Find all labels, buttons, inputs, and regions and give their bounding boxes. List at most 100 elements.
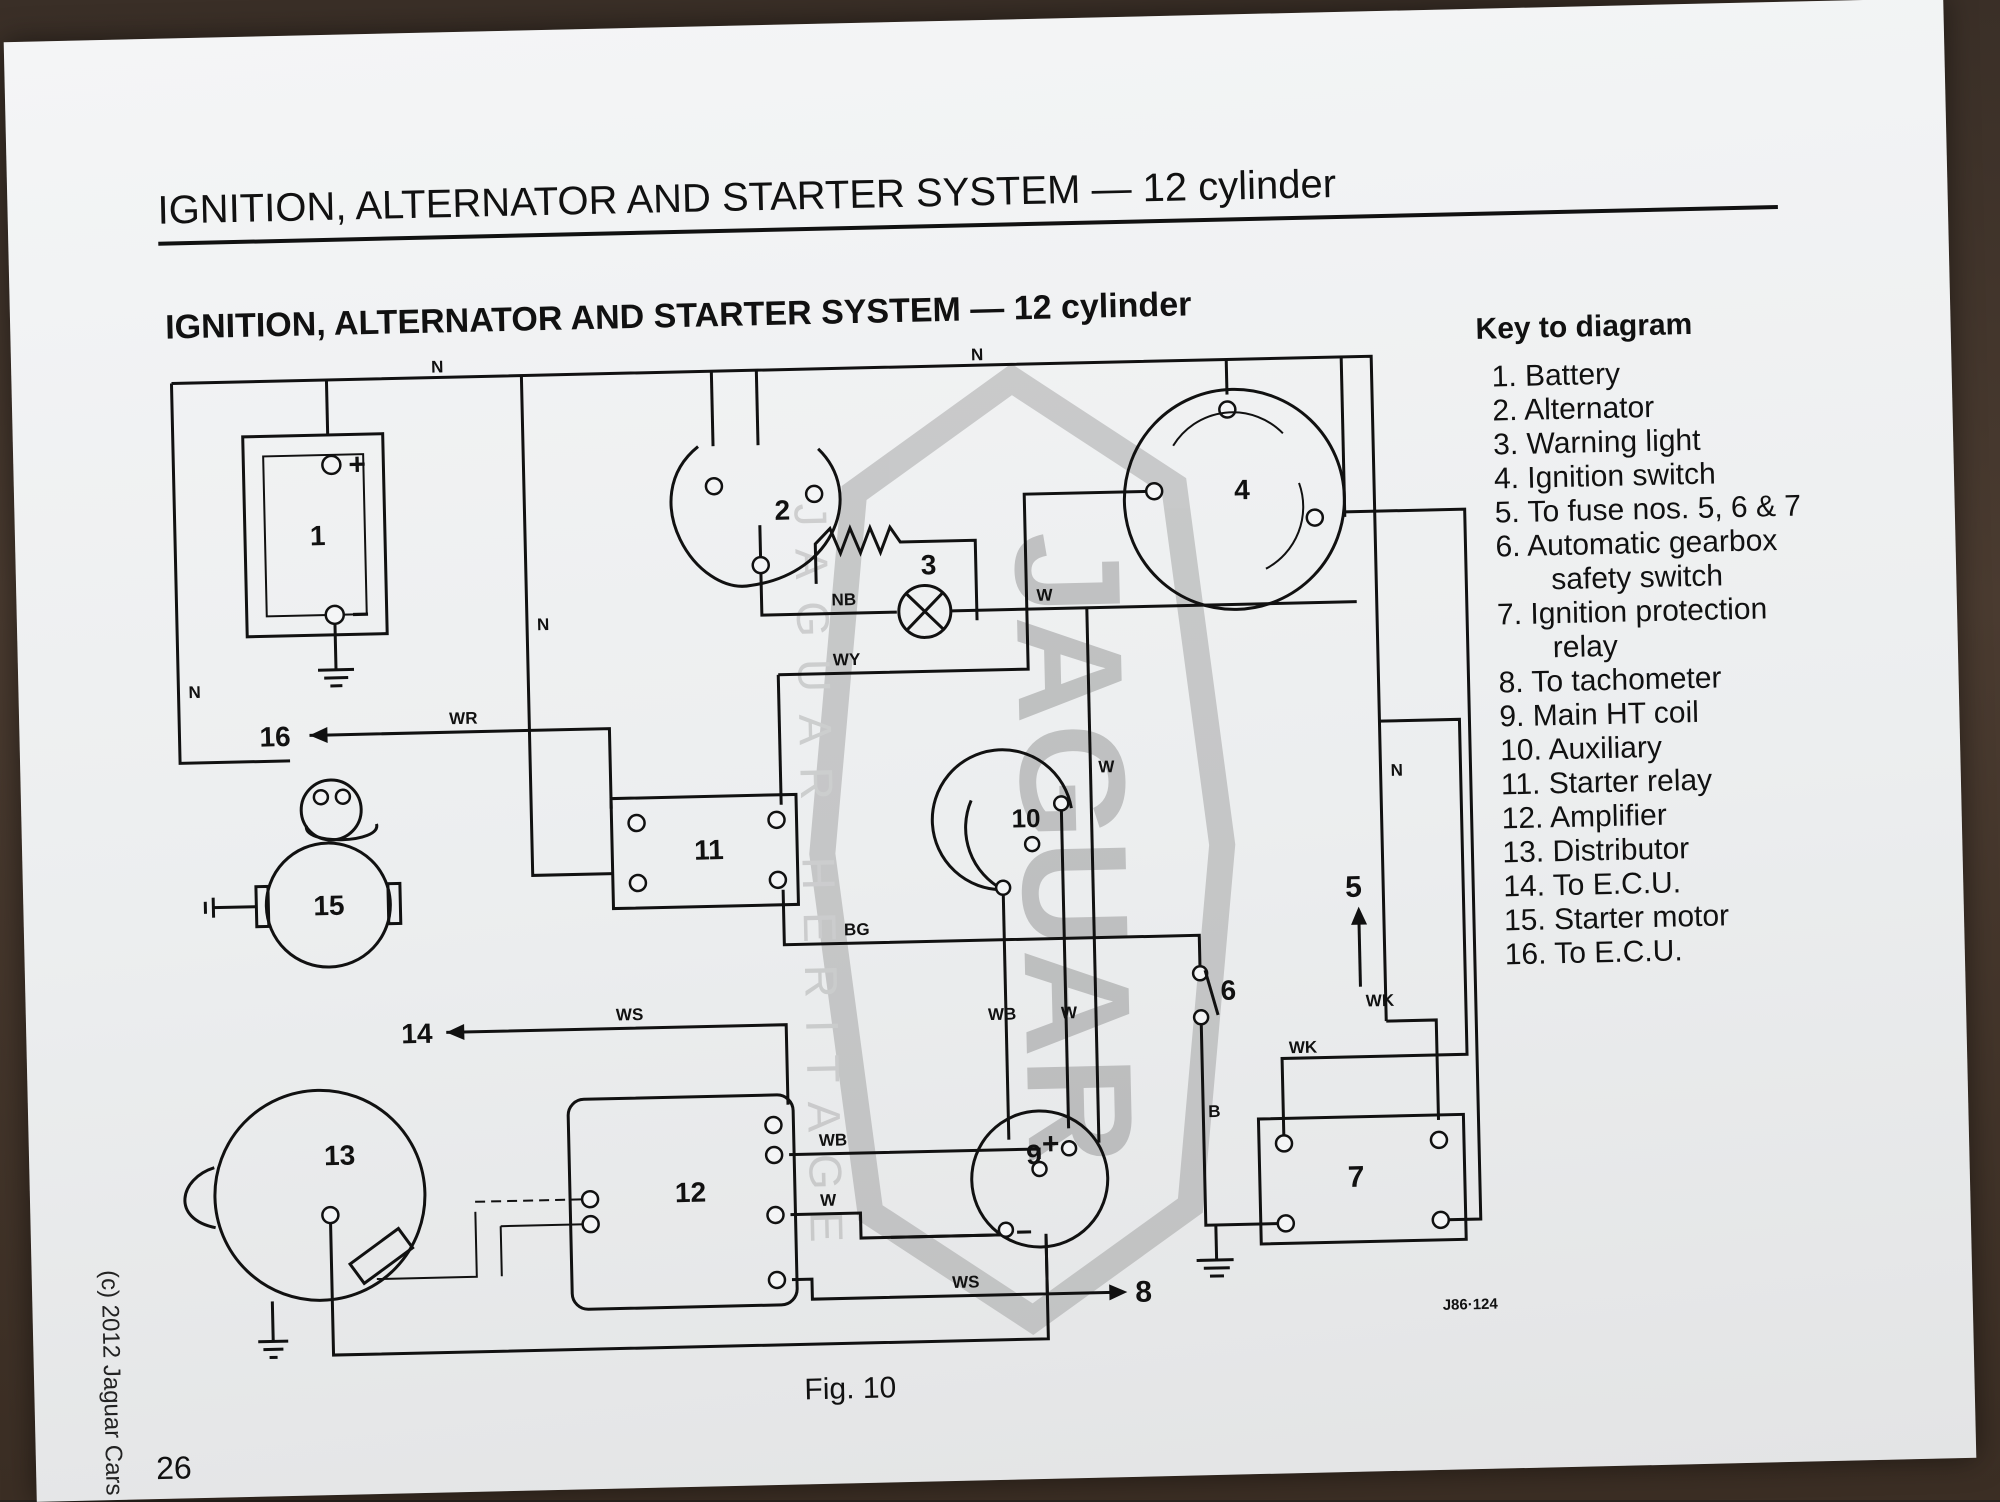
- manual-page: JAGUAR JAGUAR HERITAGE IGNITION, ALTERNA…: [4, 0, 1977, 1502]
- watermark-logo-text: JAGUAR: [983, 530, 1165, 1167]
- alternator-term-2: [753, 557, 769, 573]
- key-item-7: 7. Ignition protection: [1497, 592, 1768, 631]
- ignition-switch-term-1: [1219, 401, 1235, 417]
- wire-dash-2: [375, 1212, 476, 1279]
- starter-relay-term-3: [768, 812, 784, 828]
- wiring-diagram: JAGUAR JAGUAR HERITAGE IGNITION, ALTERNA…: [4, 0, 1977, 1502]
- label-8: 8: [1135, 1275, 1152, 1308]
- wire-wk: [1274, 719, 1468, 1143]
- warning-light-cross: [906, 593, 943, 630]
- fig-caption: Fig. 10: [804, 1371, 896, 1406]
- label-16: 16: [259, 721, 291, 753]
- key-item-15: 15. Starter motor: [1504, 899, 1730, 937]
- key-item-14: 14. To E.C.U.: [1503, 866, 1682, 903]
- wire-dash-1: [475, 1199, 590, 1202]
- label-9-minus: −: [1016, 1216, 1033, 1247]
- label-6: 6: [1220, 974, 1236, 1005]
- wire-b-earth: [1216, 1225, 1217, 1260]
- protection-relay-term-4: [1433, 1212, 1449, 1228]
- distributor-earth: [257, 1301, 288, 1358]
- protection-relay-term-2: [1431, 1132, 1447, 1148]
- wire-label-wb-upper: WB: [988, 1004, 1017, 1024]
- key-item-1: 1. Battery: [1491, 358, 1620, 394]
- wire-label-nb: NB: [831, 590, 856, 610]
- label-4: 4: [1234, 474, 1251, 505]
- label-11: 11: [694, 834, 724, 866]
- key-item-7b: relay: [1552, 630, 1618, 664]
- page-number: 26: [156, 1449, 192, 1486]
- diagram-key: Key to diagram 1. Battery 2. Alternator …: [1475, 306, 1811, 972]
- label-7: 7: [1347, 1161, 1364, 1194]
- distributor-term: [322, 1207, 338, 1223]
- wire-alt-top: [711, 371, 713, 446]
- ht-coil-term-plus: [1062, 1141, 1076, 1155]
- auxiliary-term-2: [1054, 796, 1068, 810]
- wire-wy-down: [778, 675, 781, 805]
- copyright-text: (c) 2012 Jaguar Cars Ltd.: [96, 1270, 129, 1502]
- gearbox-earth: [1197, 1260, 1234, 1277]
- label-13: 13: [324, 1140, 356, 1172]
- distributor-component: [182, 1088, 428, 1359]
- label-9-plus: +: [1042, 1128, 1060, 1161]
- label-plus: +: [348, 448, 366, 481]
- wire-wr: [319, 729, 611, 816]
- wire-dist-bottom: [330, 1204, 1048, 1355]
- label-minus: −: [351, 598, 369, 631]
- key-item-5: 5. To fuse nos. 5, 6 & 7: [1494, 490, 1801, 530]
- key-item-4: 4. Ignition switch: [1494, 457, 1716, 495]
- key-item-2: 2. Alternator: [1492, 391, 1654, 428]
- label-3: 3: [920, 549, 936, 580]
- label-15: 15: [313, 890, 345, 922]
- label-5: 5: [1345, 871, 1362, 904]
- distributor-body: [213, 1088, 428, 1303]
- auxiliary-term-3: [996, 881, 1010, 895]
- wire-label-wr: WR: [449, 709, 478, 729]
- key-item-10: 10. Auxiliary: [1500, 731, 1662, 768]
- amplifier-term-1: [582, 1191, 598, 1207]
- wire-label-w-lower: W: [820, 1191, 837, 1210]
- warning-light-component: [898, 585, 951, 638]
- wire-label-w-upper: W: [1061, 1003, 1078, 1022]
- wire-dash-3: [501, 1224, 592, 1276]
- diagram-title: IGNITION, ALTERNATOR AND STARTER SYSTEM …: [165, 285, 1192, 346]
- key-item-11: 11. Starter relay: [1501, 764, 1713, 802]
- wire-wk-2: [1386, 1020, 1438, 1121]
- label-12: 12: [675, 1177, 707, 1209]
- arrow-5: [1351, 906, 1367, 924]
- wire-n-left-down: [171, 381, 290, 763]
- gearbox-switch-term-2: [1194, 1010, 1208, 1024]
- key-item-12: 12. Amplifier: [1501, 799, 1667, 836]
- wire-label-n-inner: N: [537, 615, 550, 634]
- starter-solenoid-term-1: [314, 790, 328, 804]
- wire-label-ws-14: WS: [616, 1005, 644, 1025]
- distributor-shaft: [184, 1168, 215, 1229]
- starter-motor-component: [203, 778, 402, 969]
- wire-alt-top2: [756, 370, 758, 445]
- amplifier-term-5: [767, 1207, 783, 1223]
- starter-motor-earth: [205, 897, 256, 918]
- label-1: 1: [310, 520, 326, 551]
- alternator-term-3: [806, 486, 822, 502]
- battery-plus-terminal: [322, 456, 340, 474]
- wire-label-wk-lower: WK: [1289, 1038, 1318, 1058]
- key-title: Key to diagram: [1475, 308, 1692, 346]
- wire-label-n-top-left: N: [431, 357, 444, 376]
- distributor-pickup: [350, 1229, 413, 1284]
- label-2: 2: [774, 494, 790, 525]
- key-item-6b: safety switch: [1551, 559, 1723, 596]
- wire-label-n-top-mid: N: [971, 345, 984, 364]
- amplifier-term-4: [766, 1147, 782, 1163]
- amplifier-term-3: [765, 1117, 781, 1133]
- amplifier-term-2: [582, 1216, 598, 1232]
- wire-battery-plus: [326, 380, 327, 435]
- protection-relay-term-1: [1276, 1135, 1292, 1151]
- label-14: 14: [401, 1018, 433, 1050]
- wire-label-wy: WY: [833, 650, 861, 670]
- wire-label-w-top: W: [1036, 586, 1053, 605]
- wire-label-ws-8: WS: [952, 1272, 980, 1292]
- diagram-code: J86·124: [1443, 1296, 1499, 1314]
- wire-label-wb-lower: WB: [819, 1130, 848, 1150]
- arrow-16-head: [309, 727, 327, 743]
- starter-relay-term-2: [630, 875, 646, 891]
- arrow-14: [446, 1024, 464, 1040]
